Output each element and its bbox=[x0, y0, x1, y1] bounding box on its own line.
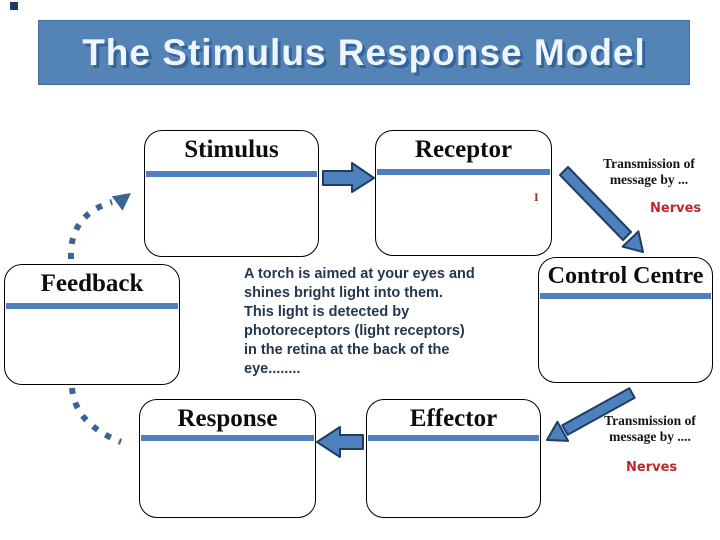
feedback-box: Feedback bbox=[4, 264, 180, 385]
response-underline bbox=[141, 435, 314, 441]
nerves-label-bottom: Nerves bbox=[626, 460, 678, 475]
control-centre-box: Control Centre bbox=[538, 257, 713, 383]
receptor-underline bbox=[377, 169, 550, 175]
transmission-note-bottom: Transmission of message by .... bbox=[604, 413, 696, 444]
feedback-loop-up-arrow-icon bbox=[67, 193, 131, 260]
receptor-red-mark: I bbox=[534, 190, 539, 204]
scenario-text: A torch is aimed at your eyes and shines… bbox=[244, 266, 475, 377]
feedback-label: Feedback bbox=[40, 270, 144, 297]
transmission-note-top: Transmission of message by ... bbox=[603, 156, 695, 187]
title-bar: The Stimulus Response Model bbox=[38, 20, 690, 85]
effector-box: Effector bbox=[366, 399, 541, 518]
arrow-effector-to-response-icon bbox=[316, 426, 364, 458]
nerves-label-top: Nerves bbox=[650, 201, 702, 216]
control-centre-label: Control Centre bbox=[547, 263, 704, 289]
effector-underline bbox=[368, 435, 539, 441]
stimulus-box: Stimulus bbox=[144, 130, 319, 257]
receptor-box: Receptor bbox=[375, 130, 552, 256]
feedback-loop-down-curve-icon bbox=[69, 387, 123, 445]
control-centre-underline bbox=[540, 293, 711, 299]
slide-title: The Stimulus Response Model bbox=[82, 31, 646, 73]
stimulus-underline bbox=[146, 171, 317, 177]
response-label: Response bbox=[177, 405, 278, 432]
stimulus-label: Stimulus bbox=[184, 136, 279, 163]
effector-label: Effector bbox=[409, 405, 498, 432]
feedback-underline bbox=[6, 303, 178, 309]
receptor-label: Receptor bbox=[414, 136, 513, 163]
arrow-stimulus-to-receptor-icon bbox=[322, 162, 375, 193]
corner-accent-square bbox=[10, 2, 18, 10]
response-box: Response bbox=[139, 399, 316, 518]
